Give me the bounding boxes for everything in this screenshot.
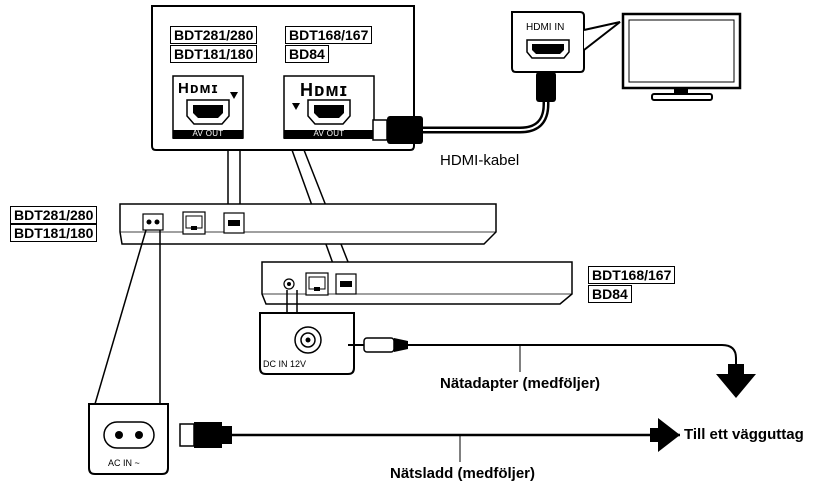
tv-icon: [621, 12, 742, 101]
power-cord: [179, 422, 680, 462]
arrow-right-icon: [650, 418, 680, 452]
inset-model-label: BDT168/167: [285, 26, 373, 44]
large-player-model: BDT281/280: [10, 206, 98, 224]
hdmi-in-label: HDMI IN: [526, 22, 565, 33]
small-player-model: BD84: [588, 285, 632, 303]
av-out-label: AV OUT: [192, 129, 224, 138]
tv-hdmi-in-inset: [511, 11, 621, 73]
hdmi-port-icon: [172, 75, 244, 139]
adapter-caption: Nätadapter (medföljer): [440, 375, 601, 392]
inset-model-label: BDT181/180: [170, 45, 258, 63]
inset-model-label: BDT281/280: [170, 26, 258, 44]
power-cord-caption: Nätsladd (medföljer): [390, 465, 536, 482]
hdmi-logo: Hᴅᴍɪ: [300, 80, 348, 100]
wall-outlet-caption: Till ett vägguttag: [684, 426, 804, 443]
small-player-rear: [261, 261, 573, 305]
dc-in-label: DC IN 12V: [263, 359, 307, 369]
av-out-label: AV OUT: [313, 129, 345, 138]
ac-inlet-icon: [88, 403, 169, 475]
inset-model-label: BD84: [285, 45, 329, 63]
large-player-rear: [119, 203, 497, 245]
hdmi-cable-caption: HDMI-kabel: [440, 152, 520, 169]
adapter-cable: [348, 337, 737, 372]
hdmi-logo: Hᴅᴍɪ: [178, 80, 219, 97]
dc-jack-icon: [259, 312, 355, 375]
large-player-model: BDT181/180: [10, 224, 98, 242]
ac-in-label: AC IN ~: [108, 458, 140, 468]
arrow-down-icon: [716, 364, 756, 398]
hdmi-port-icon: [283, 75, 375, 139]
small-player-model: BDT168/167: [588, 266, 676, 284]
